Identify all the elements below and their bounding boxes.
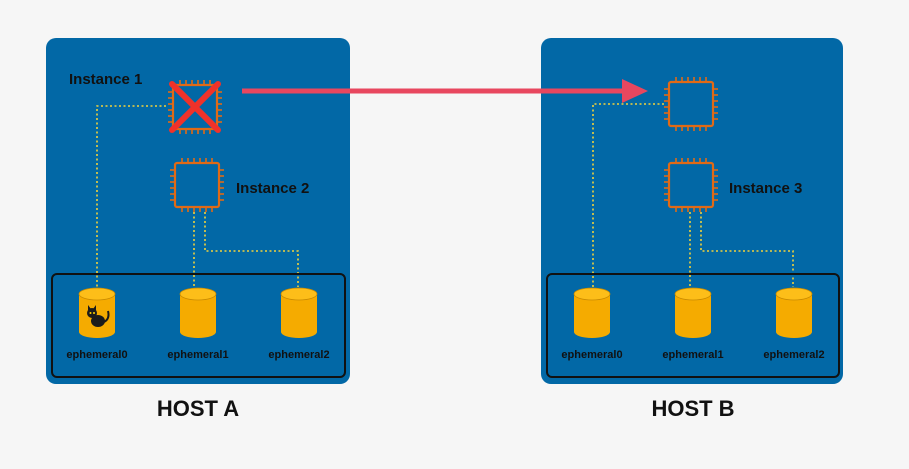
host-a: Instance 1 Instance 2 ephemeral0 ephemer…: [46, 38, 350, 421]
host-b: Instance 3 ephemeral0 ephemeral1 ephemer…: [541, 38, 843, 421]
host-a-title: HOST A: [157, 396, 239, 421]
host-b-disk-1-icon: [674, 287, 712, 339]
instance-3-label: Instance 3: [729, 180, 802, 197]
host-b-disk-2-label: ephemeral2: [763, 349, 824, 361]
host-b-disk-0-icon: [573, 287, 611, 339]
host-a-disk-2-icon: [280, 287, 318, 339]
host-b-connections: [592, 103, 794, 288]
instance-2-label: Instance 2: [236, 180, 309, 197]
host-a-disk-1-label: ephemeral1: [167, 349, 228, 361]
host-a-disk-1-icon: [179, 287, 217, 339]
black-cat-icon: [87, 305, 110, 327]
arrow-head-icon: [622, 79, 648, 103]
host-a-box: [46, 38, 350, 384]
migration-arrow: [242, 79, 648, 103]
red-x-icon: [169, 81, 221, 133]
host-b-disk-1-label: ephemeral1: [662, 349, 723, 361]
host-b-box: [541, 38, 843, 384]
host-a-storage-box: [51, 273, 346, 378]
instance-1-label: Instance 1: [69, 71, 142, 88]
host-a-disk-0-label: ephemeral0: [66, 349, 127, 361]
host-a-disk-2-label: ephemeral2: [268, 349, 329, 361]
host-b-disk-0-label: ephemeral0: [561, 349, 622, 361]
host-b-title: HOST B: [651, 396, 734, 421]
host-a-connections: [96, 105, 299, 288]
host-b-disk-2-icon: [775, 287, 813, 339]
host-b-storage-box: [546, 273, 840, 378]
